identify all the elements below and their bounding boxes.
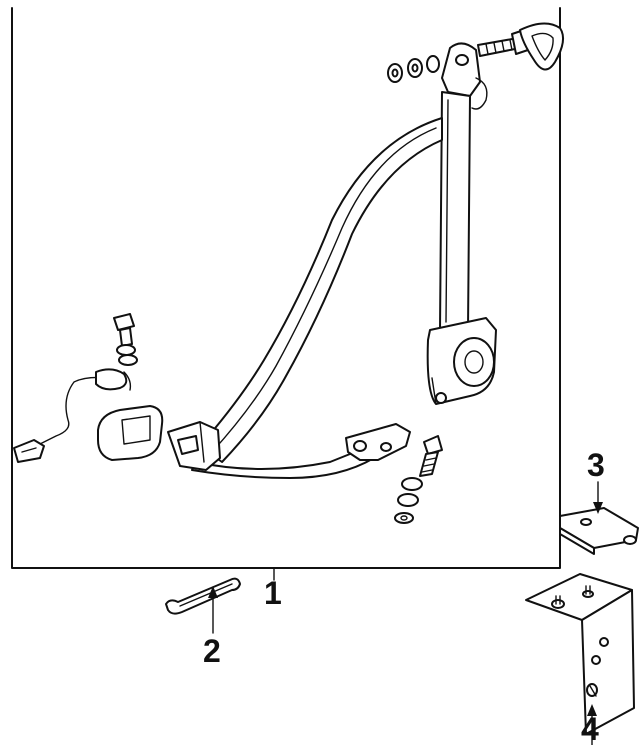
right-bolt-stack	[394, 435, 443, 524]
tongue-slot	[177, 435, 199, 455]
anchor-plate-hole	[455, 54, 469, 66]
callout-labels: 1 2 3 4	[203, 447, 605, 745]
right-washer-1	[401, 477, 423, 491]
upper-anchor-hardware	[387, 22, 565, 83]
callout-4: 4	[581, 711, 599, 745]
bracket-4-stud-1	[551, 599, 565, 609]
bracket-4-hole-2	[591, 655, 601, 665]
bracket-4-stud-2	[582, 590, 594, 598]
callout-1: 1	[264, 575, 282, 611]
buckle-cable-clip	[95, 368, 128, 391]
right-washer-3	[394, 512, 414, 524]
washer-2-hole	[411, 63, 419, 73]
buckle-release-button	[121, 415, 151, 445]
washer-3	[426, 55, 440, 73]
assembly-frame	[11, 7, 561, 569]
d-ring-handle	[519, 22, 565, 71]
retractor-reel	[426, 317, 497, 405]
bracket-hole-right	[380, 442, 392, 452]
retractor-mount-hole	[435, 392, 447, 404]
leader-lines	[208, 481, 603, 745]
bolt-threads	[485, 39, 513, 55]
callout-3: 3	[587, 447, 605, 483]
part-3-bracket	[559, 507, 639, 555]
bracket-4-hole-1	[599, 637, 609, 647]
diagonal-webbing	[199, 117, 443, 463]
left-washer-1	[116, 344, 136, 356]
right-bolt-head	[423, 435, 443, 455]
right-washer-2	[397, 493, 419, 507]
lower-anchor-bracket	[345, 423, 411, 461]
bracket-3-hole	[580, 518, 592, 526]
bracket-3-edge-hole	[623, 535, 637, 545]
shoulder-anchor-plate	[441, 42, 488, 110]
part-4-angle-bracket	[525, 573, 635, 735]
buckle-cable	[39, 376, 123, 445]
buckle-housing	[97, 405, 164, 461]
washer-1-hole	[391, 68, 399, 78]
callout-2: 2	[203, 633, 221, 669]
arrow-3	[593, 502, 603, 514]
latch-tongue	[167, 421, 221, 471]
arrow-2	[208, 586, 218, 598]
left-bolt-stack	[113, 313, 138, 366]
left-washer-2	[118, 354, 138, 366]
buckle-assembly	[13, 368, 164, 463]
d-ring-inner	[531, 32, 554, 61]
retractor-spool	[453, 337, 495, 387]
lap-webbing	[191, 445, 375, 479]
cable-connector	[13, 439, 45, 463]
shoulder-webbing	[439, 91, 471, 331]
bracket-hole-left	[353, 440, 367, 452]
left-bolt-head	[113, 313, 135, 331]
part-2-clip	[165, 577, 241, 615]
arrow-4	[587, 704, 597, 716]
left-bolt-shaft	[119, 327, 133, 347]
